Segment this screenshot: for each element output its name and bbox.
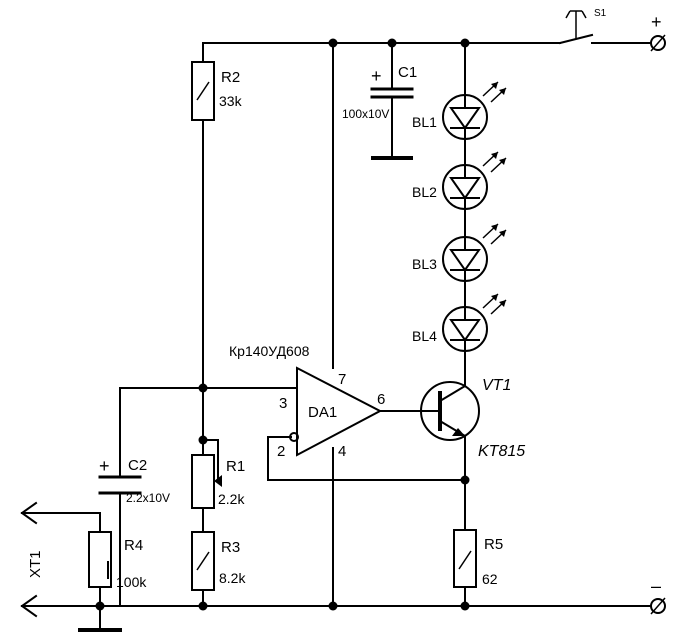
capacitor-c1: + C1 100x10V	[342, 64, 417, 121]
c1-ref: C1	[398, 64, 417, 81]
c1-polarity: +	[371, 66, 382, 86]
da1-pin6: 6	[377, 391, 385, 408]
bl4-ref: BL4	[412, 328, 437, 344]
opamp-da1: DA1 Кр140УД608 3 2 7 4 6	[229, 343, 385, 460]
led-bl3: BL3	[412, 223, 507, 283]
terminal-minus-label: –	[651, 576, 661, 596]
r4-ref: R4	[124, 537, 143, 554]
led-bl1: BL1	[412, 81, 507, 141]
junction-dots	[95, 38, 470, 611]
capacitor-c2: + C2 2.2x10V	[98, 456, 170, 505]
terminal-plus: +	[650, 12, 666, 52]
da1-pin7: 7	[338, 371, 346, 388]
resistor-r2: R2 33k	[191, 61, 243, 121]
bl1-ref: BL1	[412, 114, 437, 130]
trimmer-r1: R1 2.2k	[191, 454, 245, 509]
r2-ref: R2	[221, 69, 240, 86]
wires	[21, 42, 651, 632]
s1-ref: S1	[594, 8, 607, 19]
terminal-minus: –	[650, 576, 666, 615]
da1-ref: DA1	[308, 404, 337, 421]
c2-polarity: +	[99, 456, 110, 476]
da1-pin4: 4	[338, 443, 346, 460]
r4-value: 100k	[116, 574, 147, 590]
r3-value: 8.2k	[219, 570, 246, 586]
bl3-ref: BL3	[412, 256, 437, 272]
switch-s1: S1	[558, 8, 607, 45]
c1-value: 100x10V	[342, 107, 389, 121]
r3-ref: R3	[221, 539, 240, 556]
r5-value: 62	[482, 571, 498, 587]
da1-pin3: 3	[279, 395, 287, 412]
resistor-r5: R5 62	[453, 529, 503, 588]
terminal-plus-label: +	[651, 12, 662, 32]
vt1-part: KT815	[478, 443, 525, 460]
resistor-r3: R3 8.2k	[191, 531, 246, 591]
connector-xt1: XT1	[20, 501, 44, 618]
r1-value: 2.2k	[218, 491, 245, 507]
r5-ref: R5	[484, 536, 503, 553]
resistor-r4: R4 100k	[88, 531, 147, 590]
xt1-ref: XT1	[27, 550, 44, 578]
r2-value: 33k	[219, 93, 243, 109]
r1-ref: R1	[226, 458, 245, 475]
c2-ref: C2	[128, 457, 147, 474]
c2-value: 2.2x10V	[126, 491, 170, 505]
led-bl4: BL4	[412, 293, 507, 353]
vt1-ref: VT1	[482, 377, 511, 394]
bl2-ref: BL2	[412, 184, 437, 200]
transistor-vt1: VT1 KT815	[420, 377, 525, 460]
led-bl2: BL2	[412, 151, 507, 211]
da1-pin2: 2	[277, 443, 285, 460]
da1-part: Кр140УД608	[229, 343, 310, 359]
